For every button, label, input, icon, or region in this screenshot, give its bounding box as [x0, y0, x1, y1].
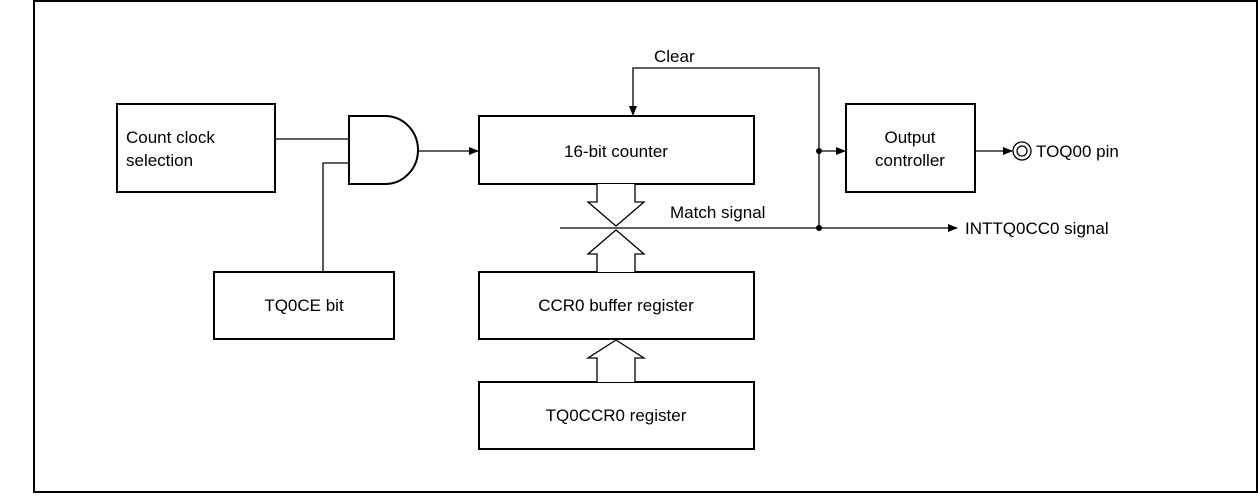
compare-arrow-up	[586, 229, 646, 272]
count-clock-label-line1: Count clock	[126, 128, 215, 147]
output-pin-label: TOQ00 pin	[1036, 142, 1119, 161]
ccr0-buffer-block: CCR0 buffer register	[478, 271, 755, 340]
enable-to-gate-wire	[322, 162, 349, 272]
compare-arrow-down	[586, 184, 646, 227]
count-clock-selection-block: Count clock selection	[116, 103, 276, 193]
tq0ccr0-block: TQ0CCR0 register	[478, 381, 755, 450]
counter-block: 16-bit counter	[478, 115, 755, 185]
pin-inner-circle	[1016, 145, 1028, 157]
tq0ccr0-label: TQ0CCR0 register	[546, 406, 687, 425]
and-gate	[348, 115, 419, 185]
counter-label: 16-bit counter	[564, 142, 668, 161]
output-controller-label-line1: Output	[884, 128, 935, 147]
ccr0-buffer-label: CCR0 buffer register	[538, 296, 694, 315]
tq0ce-bit-label: TQ0CE bit	[264, 296, 344, 315]
load-transfer-arrow	[585, 339, 647, 382]
match-signal-label: Match signal	[670, 203, 765, 222]
pin-outer-circle	[1012, 141, 1032, 161]
output-controller-label-line2: controller	[875, 151, 945, 170]
junction-dot-upper	[816, 148, 822, 154]
junction-dot-lower	[816, 225, 822, 231]
count-clock-label-line2: selection	[126, 151, 193, 170]
clear-label: Clear	[654, 47, 695, 66]
interrupt-signal-label: INTTQ0CC0 signal	[965, 219, 1109, 238]
tq0ce-bit-block: TQ0CE bit	[213, 271, 395, 340]
figure-frame	[33, 0, 1258, 493]
output-controller-block: Output controller	[845, 103, 976, 193]
